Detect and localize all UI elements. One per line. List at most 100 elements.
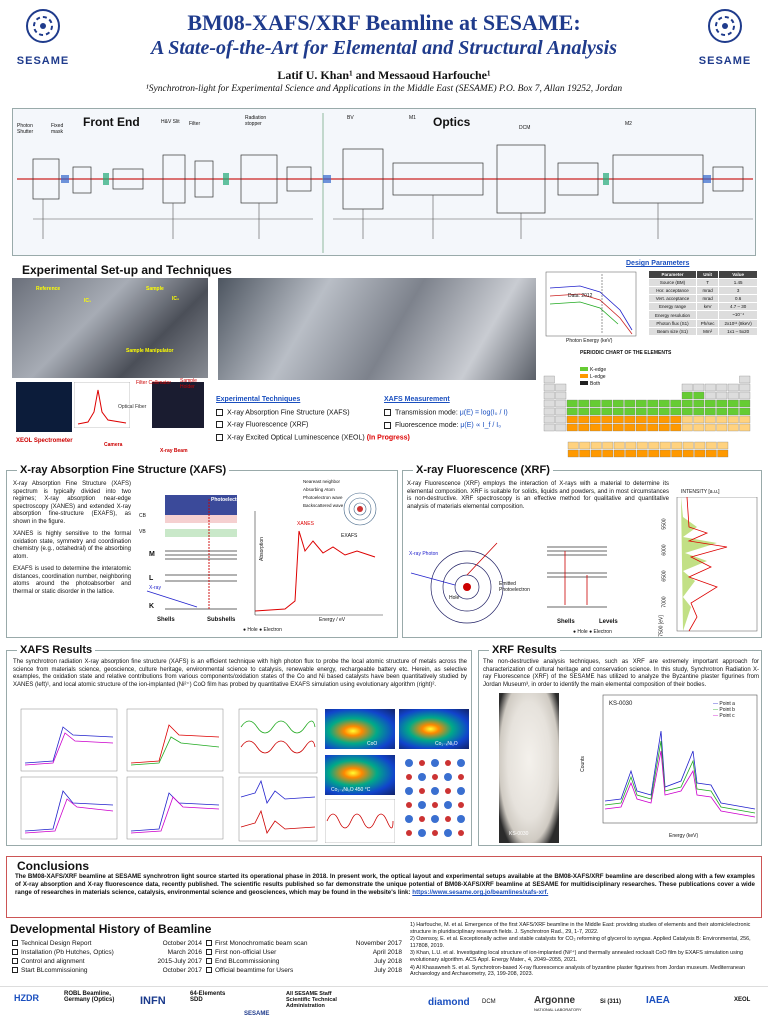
xrf-label-levels: Levels	[599, 619, 618, 625]
label-m1: M1	[409, 115, 416, 121]
periodic-cell	[647, 399, 659, 408]
xrf-label-emitted: Emitted Photoelectron	[499, 581, 530, 593]
xeol-label-holder: Sample Holder	[180, 378, 197, 390]
xafs-label-subshells: Subshells	[207, 617, 236, 623]
periodic-cell	[681, 383, 693, 392]
label-m2: M2	[625, 121, 632, 127]
periodic-cell	[625, 449, 637, 458]
crystal-atom	[406, 802, 412, 808]
periodic-cell	[543, 375, 555, 384]
periodic-cell	[543, 423, 555, 432]
crystal-atom	[406, 830, 412, 836]
flux-plot-label: Data: 2012	[568, 293, 593, 299]
checkbox-icon	[216, 433, 223, 441]
periodic-cell	[647, 415, 659, 424]
history-event: First Monochromatic beam scan	[215, 940, 308, 947]
periodic-cell	[624, 423, 636, 432]
crystal-atom	[432, 830, 438, 836]
xrf-tick-7500: 7500 [eV]	[658, 615, 665, 637]
periodic-cell	[578, 399, 590, 408]
front-end-label: Front End	[83, 115, 140, 129]
periodic-cell	[704, 407, 716, 416]
checkbox-icon	[384, 422, 391, 429]
periodic-cell	[612, 423, 624, 432]
periodic-cell	[727, 391, 739, 400]
periodic-cell	[716, 399, 728, 408]
periodic-cell	[681, 399, 693, 408]
periodic-cell	[567, 449, 579, 458]
sesame-link[interactable]: https://www.sesame.org.jo/beamlines/xafs…	[412, 889, 549, 896]
xafs-legend: ● Hole ● Electron	[243, 627, 282, 633]
xeol-label-beam: X-ray Beam	[160, 448, 188, 454]
xafs-label-shells: Shells	[157, 617, 175, 623]
periodic-cell	[671, 449, 683, 458]
periodic-cell	[636, 441, 648, 450]
periodic-cell	[658, 399, 670, 408]
xafs-label-vb: VB	[139, 529, 146, 535]
design-cell: Energy resolution	[648, 310, 697, 320]
periodic-cell	[601, 423, 613, 432]
periodic-cell	[658, 423, 670, 432]
periodic-cell	[601, 399, 613, 408]
periodic-cell	[555, 399, 567, 408]
label-bv: BV	[347, 115, 354, 121]
crystal-atom	[444, 829, 452, 837]
xrf-plot-title: KS-0030	[609, 701, 633, 707]
label-radiation-stopper: Radiation stopper	[245, 115, 267, 127]
exafs-fit-plot	[325, 799, 395, 843]
label-filter: Filter	[189, 121, 201, 127]
periodic-cell	[612, 399, 624, 408]
crystal-atom	[419, 760, 425, 766]
periodic-cell	[624, 399, 636, 408]
periodic-cell	[681, 407, 693, 416]
design-heading: Design Parameters	[626, 260, 690, 267]
checkbox-icon	[384, 409, 391, 416]
xrf-atom-diagram	[410, 542, 504, 624]
periodic-cell	[670, 407, 682, 416]
crystal-atom	[458, 802, 464, 808]
xafs-label-xanes: XANES	[297, 521, 314, 527]
technique-item-xeol: X-ray Excited Optical Luminescence (XEOL…	[216, 433, 456, 441]
history-event: Start BLcommissioning	[21, 967, 88, 974]
periodic-cell	[716, 423, 728, 432]
xrf-intensity-label: INTENSITY [a.u.]	[681, 489, 720, 495]
poster-title: BM08-XAFS/XRF Beamline at SESAME:	[187, 10, 581, 35]
beamline-drawing	[17, 113, 753, 253]
xrf-tick-5500: 5500	[661, 518, 668, 530]
history-date: July 2018	[374, 967, 402, 974]
crystal-atom	[431, 759, 439, 767]
periodic-cell	[647, 407, 659, 416]
checkbox-icon	[216, 421, 223, 429]
periodic-cell	[670, 423, 682, 432]
xafs-heading: X-ray Absorption Fine Structure (XAFS)	[17, 464, 230, 476]
periodic-cell	[739, 423, 751, 432]
periodic-cell	[670, 399, 682, 408]
design-cell: 2x10¹¹ (8keV)	[718, 319, 758, 328]
periodic-cell	[704, 415, 716, 424]
xafs-label-l: L	[149, 575, 154, 582]
xafs-label-bs-wave: Backscattered wave	[303, 503, 344, 508]
periodic-cell	[636, 449, 648, 458]
xanes-plots	[20, 708, 224, 840]
periodic-cell	[589, 423, 601, 432]
crystal-atom	[405, 787, 413, 795]
crystal-atom	[418, 829, 426, 837]
periodic-cell	[601, 407, 613, 416]
periodic-cell	[543, 415, 555, 424]
xrf-legend: ● Hole ● Electron	[573, 629, 612, 635]
xrf-levels-diagram	[547, 546, 607, 608]
xeol-label-camera: Camera	[104, 442, 123, 448]
design-cell: ~10⁻⁴	[718, 310, 758, 320]
history-event: Technical Design Report	[21, 940, 92, 947]
crystal-atom	[444, 801, 452, 809]
xafs-label-k: K	[149, 603, 155, 610]
xeol-label-collimator: Filter Collimator	[136, 380, 172, 386]
periodic-cell	[693, 383, 705, 392]
crystal-atom	[457, 815, 465, 823]
xafs-text: X-ray Absorption Fine Structure (XAFS) s…	[13, 481, 131, 596]
periodic-cell	[704, 423, 716, 432]
